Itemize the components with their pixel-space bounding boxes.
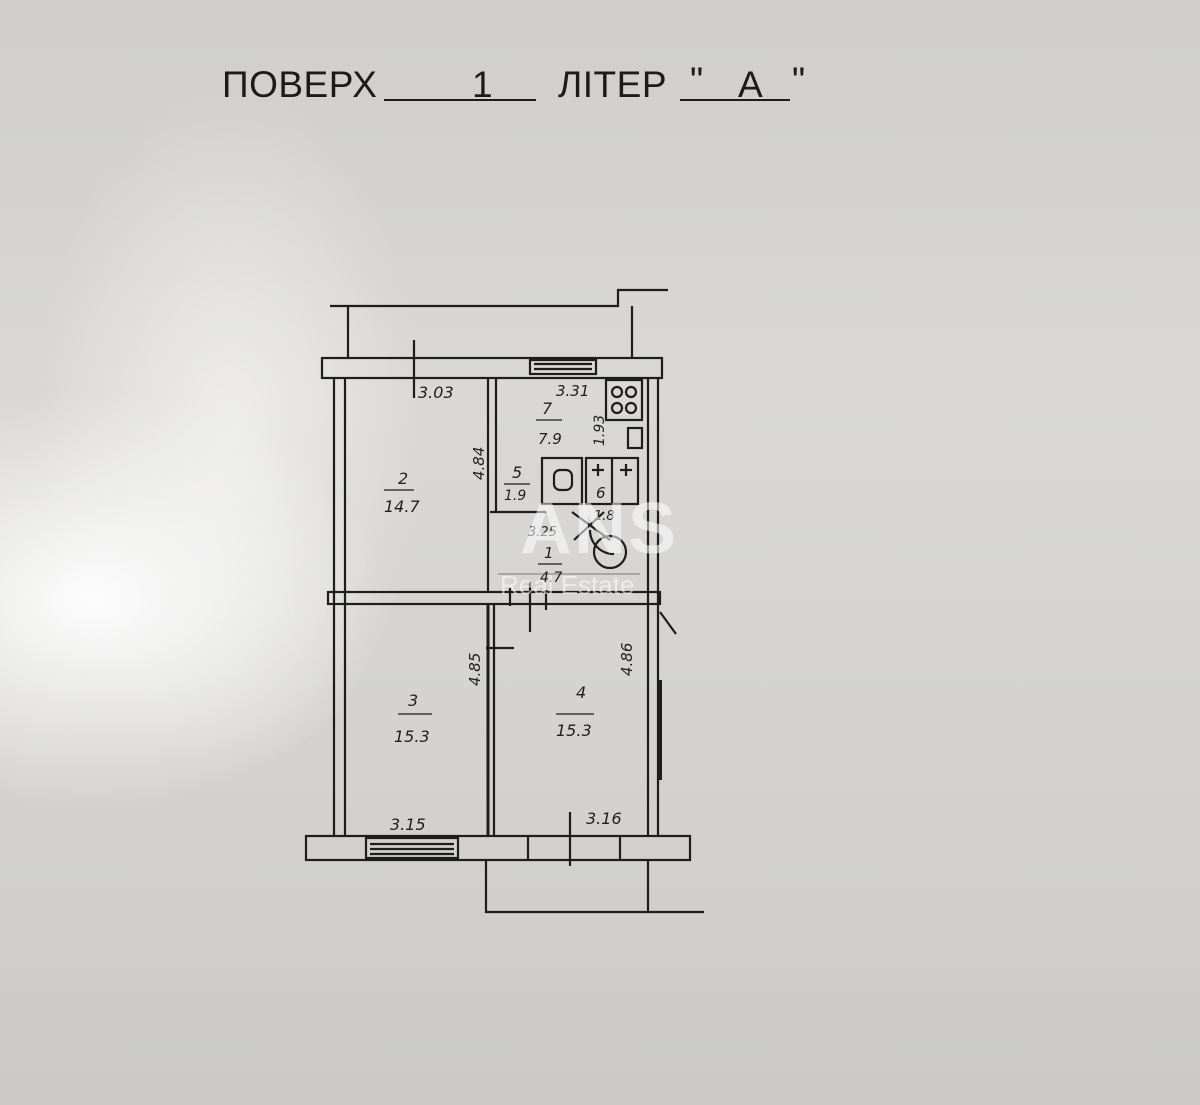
- room-7-area: 7.9: [538, 430, 562, 448]
- floor-underline: [384, 99, 536, 101]
- bottom-outer-line: [484, 860, 704, 914]
- room-1-number: 1: [544, 544, 554, 562]
- room-2-number: 2: [398, 469, 408, 488]
- room-3-number: 3: [408, 691, 418, 710]
- letter-label: ЛІТЕР: [558, 64, 668, 105]
- plan-outline: [304, 288, 704, 914]
- door-swing-1: [588, 529, 615, 556]
- dim-room7-length: 1.93: [592, 415, 608, 446]
- dim-hall-width: 3.25: [528, 525, 557, 540]
- top-window: [528, 358, 598, 376]
- floor-value: 1: [472, 64, 494, 105]
- dim-room3-length: 4.85: [466, 653, 484, 686]
- stove: [604, 378, 644, 422]
- bottom-window: [364, 836, 460, 860]
- bottom-wall: [304, 834, 692, 862]
- dim-room3-width: 3.15: [390, 815, 426, 834]
- toilet-block: [540, 456, 584, 506]
- room-4-number: 4: [576, 683, 586, 702]
- dim-room4-width: 3.16: [586, 809, 622, 828]
- room-3-area: 15.3: [394, 727, 430, 746]
- dim-room7-width: 3.31: [556, 382, 589, 400]
- room-6-area: 1.8: [594, 509, 615, 524]
- room-5-number: 5: [512, 463, 522, 482]
- dim-room2-width: 3.03: [418, 383, 454, 402]
- floor-header: ПОВЕРХ 1 ЛІТЕР " А ": [0, 0, 1200, 140]
- hall-circle: [592, 534, 628, 570]
- room-1-area: 4.7: [540, 570, 562, 586]
- letter-value: А: [738, 64, 764, 105]
- dimension-labels: 3.03 3.31 4.84 1.93 3.25 4.85 4.86 3.15 …: [390, 382, 636, 834]
- dim-room2-length: 4.84: [470, 447, 488, 480]
- top-wall: [320, 356, 664, 380]
- dim-room4-length: 4.86: [618, 643, 636, 676]
- watermark-subtitle: Real Estate: [500, 570, 635, 600]
- room-4-area: 15.3: [556, 721, 592, 740]
- floor-label: ПОВЕРХ: [222, 64, 378, 105]
- letter-close-quote: ": [792, 60, 806, 101]
- letter-underline: [680, 99, 790, 101]
- room-labels: 2 14.7 7 7.9 5 1.9 6 1.8 1 4.7 3 15.3 4 …: [384, 399, 615, 746]
- room-5-area: 1.9: [504, 488, 526, 504]
- room-7-number: 7: [542, 399, 553, 418]
- room-2-area: 14.7: [384, 497, 420, 516]
- watermark-logo: ANS: [520, 489, 679, 569]
- top-outer-line: [330, 288, 668, 308]
- letter-open-quote: ": [690, 60, 704, 101]
- room-6-number: 6: [596, 484, 606, 502]
